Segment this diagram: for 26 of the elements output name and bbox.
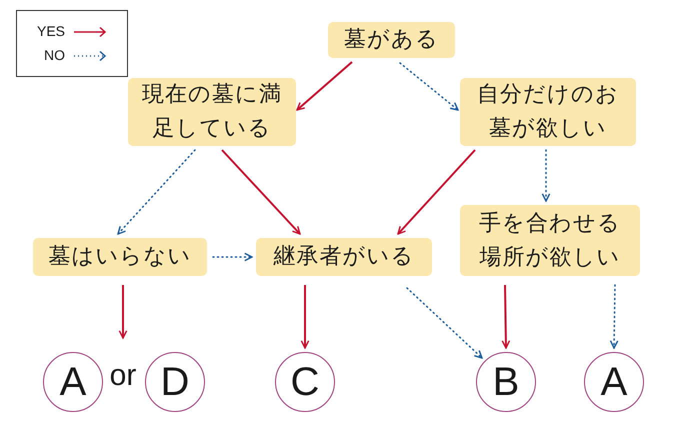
arrow xyxy=(118,285,128,339)
question-box: 継承者がいる xyxy=(256,238,432,276)
dotted-arrow xyxy=(610,284,618,349)
question-box: 現在の墓に満足している xyxy=(128,78,296,146)
dotted-arrow xyxy=(399,62,459,111)
arrow xyxy=(300,285,310,349)
question-box: 墓はいらない xyxy=(33,238,207,276)
arrow xyxy=(221,149,301,235)
question-box: 自分だけのお墓が欲しい xyxy=(460,78,636,146)
result-circle: A xyxy=(584,352,644,412)
result-circle: D xyxy=(145,352,205,412)
dotted-arrow xyxy=(212,252,253,262)
dotted-arrow xyxy=(542,149,550,202)
question-box: 手を合わせる場所が欲しい xyxy=(460,205,640,276)
dotted-arrow xyxy=(406,287,483,359)
question-box: 墓がある xyxy=(328,22,455,58)
legend-label: NO xyxy=(44,47,65,63)
arrow xyxy=(296,61,353,111)
legend-label: YES xyxy=(36,23,65,39)
arrow xyxy=(502,284,510,349)
arrow xyxy=(397,149,476,235)
result-circle: B xyxy=(476,352,536,412)
result-circle: A xyxy=(43,352,103,412)
or-text: or xyxy=(104,338,142,414)
result-circle: C xyxy=(275,352,335,412)
dotted-arrow xyxy=(117,149,196,235)
